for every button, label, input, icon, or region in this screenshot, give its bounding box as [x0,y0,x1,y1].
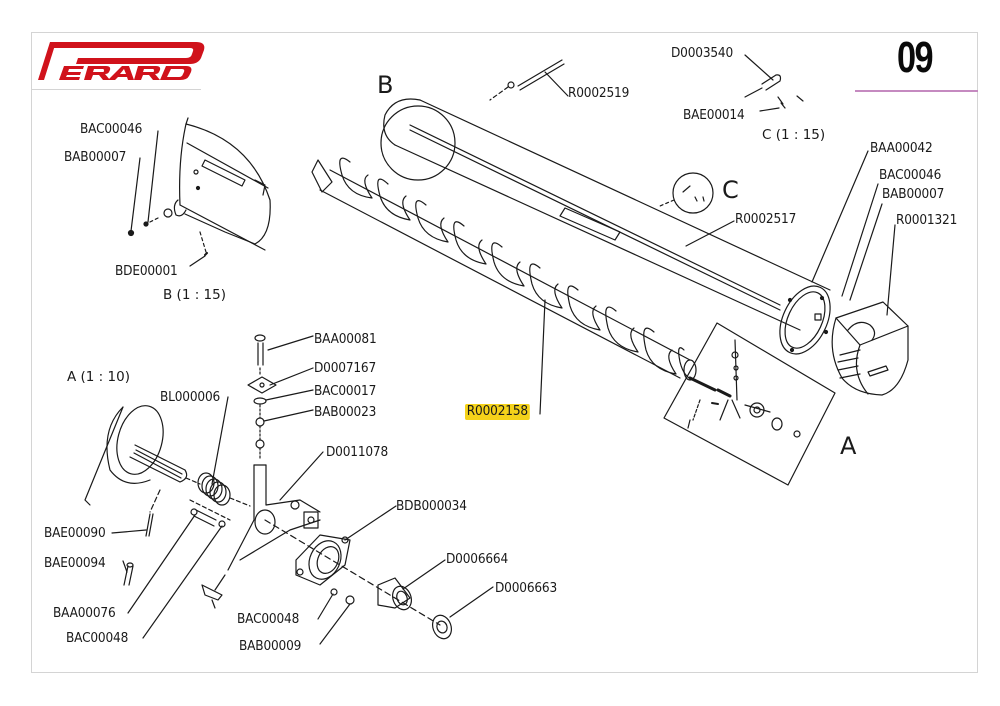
detail-circle-b [380,105,456,181]
part-label-bab00009[interactable]: BAB00009 [239,638,302,654]
view-label-a: A [840,432,857,460]
page-number: 09 [897,33,934,82]
part-label-bab00007[interactable]: BAB00007 [64,149,127,165]
part-label-bae00090[interactable]: BAE00090 [44,525,106,541]
part-label-bac00046-right[interactable]: BAC00046 [879,167,942,183]
detail-a-exploded [84,334,453,640]
view-label-b: B [377,71,394,99]
scale-label-b: B (1 : 15) [163,287,226,303]
logo-underline [31,89,201,90]
part-label-bac00017[interactable]: BAC00017 [314,383,377,399]
part-label-d0006664[interactable]: D0006664 [446,551,509,567]
scale-label-c: C (1 : 15) [762,127,826,143]
part-label-bae00094[interactable]: BAE00094 [44,555,106,571]
view-label-c: C [722,176,739,204]
detail-box-a [663,322,836,486]
scale-label-a: A (1 : 10) [67,369,130,385]
part-label-r0002158-highlighted[interactable]: R0002158 [465,403,530,420]
detail-b-end-cap [127,117,271,256]
part-label-baa00081[interactable]: BAA00081 [314,331,377,347]
part-label-baa00042[interactable]: BAA00042 [870,140,933,156]
hopper-r0001321 [831,301,909,396]
part-label-bac00046[interactable]: BAC00046 [80,121,143,137]
part-label-baa00076[interactable]: BAA00076 [53,605,116,621]
part-label-d0011078[interactable]: D0011078 [326,444,389,460]
part-label-d0006663[interactable]: D0006663 [495,580,558,596]
part-label-bae00014[interactable]: BAE00014 [683,107,745,123]
part-label-r0002519[interactable]: R0002519 [568,85,630,101]
tube-r0002517 [383,98,831,355]
part-label-bl000006[interactable]: BL000006 [160,389,221,405]
part-label-d0007167[interactable]: D0007167 [314,360,377,376]
part-label-bab00007-right[interactable]: BAB00007 [882,186,945,202]
part-label-bdb000034[interactable]: BDB000034 [396,498,467,514]
part-label-bac00048-bottom[interactable]: BAC00048 [237,611,300,627]
part-label-bac00048-left[interactable]: BAC00048 [66,630,129,646]
perard-logo [38,42,205,80]
detail-circle-c [672,172,714,214]
part-label-r0001321[interactable]: R0001321 [896,212,958,228]
page-number-underline [855,90,978,92]
part-label-bab00023[interactable]: BAB00023 [314,404,377,420]
part-label-bde00001[interactable]: BDE00001 [115,263,178,279]
part-label-d0003540[interactable]: D0003540 [671,45,734,61]
part-label-r0002517[interactable]: R0002517 [735,211,797,227]
